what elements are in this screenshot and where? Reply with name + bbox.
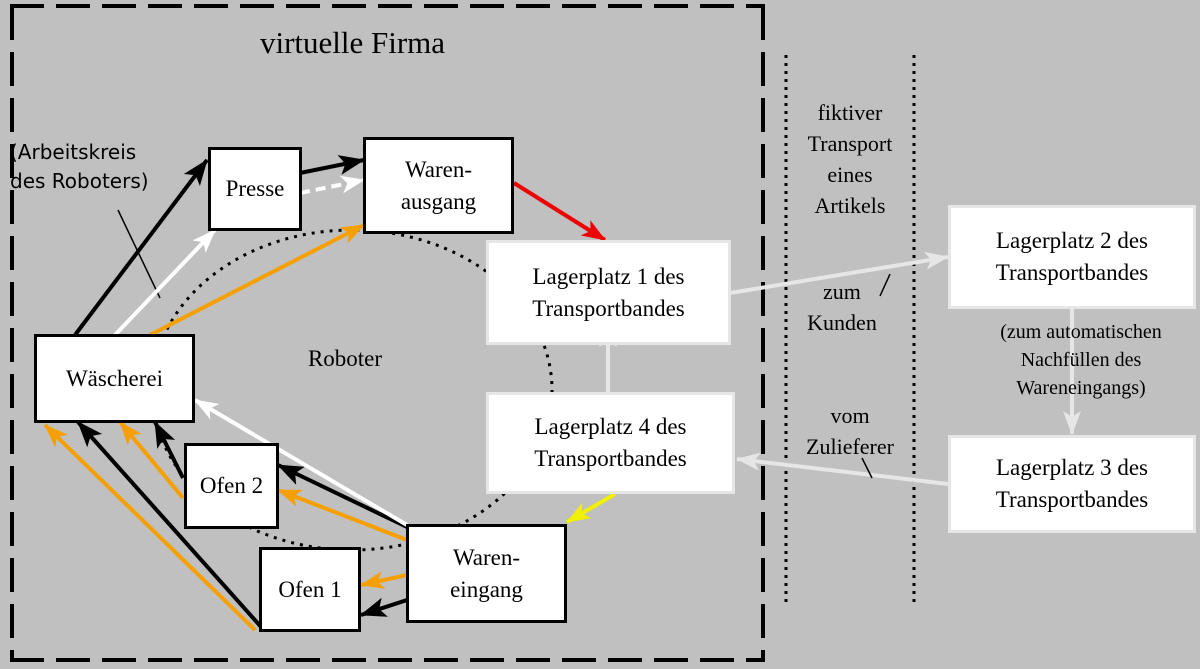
flow-waescherei-warenausgang-orange: [149, 223, 365, 337]
flow-ofen2-waescherei-black: [153, 421, 185, 479]
lagerplatz3-box: Lagerplatz 3 des Transportbandes: [948, 435, 1196, 533]
to-customer-pointer: [879, 273, 891, 297]
from-supplier-pointer: [861, 457, 873, 479]
work-circle-label: (Arbeitskreis des Roboters): [10, 140, 149, 193]
waescherei-box: Wäscherei: [34, 334, 195, 423]
flow-waescherei-presse-white: [113, 228, 217, 337]
flow-wareneingang-ofen2-black: [277, 463, 408, 529]
refill-note: (zum automatischen Nachfüllen des Warene…: [1000, 321, 1162, 399]
wareneingang-box: Waren- eingang: [406, 524, 567, 623]
robot-label: Roboter: [307, 346, 383, 371]
flow-lagerplatz3-lagerplatz4: [736, 452, 949, 486]
flow-presse-warenausgang-white: [299, 175, 365, 195]
to-customer-label: zum Kunden: [807, 279, 877, 335]
flow-presse-warenausgang-black: [299, 155, 365, 175]
orange-flows: [43, 223, 408, 632]
flow-wareneingang-ofen1-black: [360, 597, 408, 617]
flow-ofen1-waescherei-orange: [43, 423, 257, 632]
flow-wareneingang-ofen2-orange: [277, 488, 408, 542]
from-supplier-label: vom Zulieferer: [806, 403, 894, 459]
work-circle-pointer: [117, 209, 161, 299]
black-flows: [73, 155, 408, 630]
virtual-company-frame: [10, 4, 765, 662]
flow-ofen2-waescherei-orange: [118, 420, 185, 500]
transport-label: fiktiver Transport eines Artikels: [807, 100, 893, 218]
ofen1-box: Ofen 1: [259, 547, 361, 632]
virtual-company-title: virtuelle Firma: [259, 25, 446, 60]
flow-lagerplatz4-wareneingang-yellow: [565, 492, 617, 524]
flow-wareneingang-waescherei-white: [193, 398, 409, 527]
lagerplatz2-box: Lagerplatz 2 des Transportbandes: [948, 205, 1196, 309]
presse-box: Presse: [208, 147, 302, 231]
lagerplatz1-box: Lagerplatz 1 des Transportbandes: [486, 240, 731, 345]
warenausgang-box: Waren- ausgang: [363, 137, 514, 234]
flow-warenausgang-lagerplatz1-red: [512, 181, 607, 242]
ofen2-box: Ofen 2: [184, 443, 279, 529]
flow-lagerplatz1-lagerplatz2: [729, 251, 949, 295]
lagerplatz4-box: Lagerplatz 4 des Transportbandes: [486, 392, 735, 494]
flow-wareneingang-ofen1-orange: [360, 571, 408, 589]
flow-waescherei-presse-black: [73, 158, 209, 337]
flow-ofen1-waescherei-black: [76, 420, 264, 630]
white-flows: [113, 175, 409, 527]
